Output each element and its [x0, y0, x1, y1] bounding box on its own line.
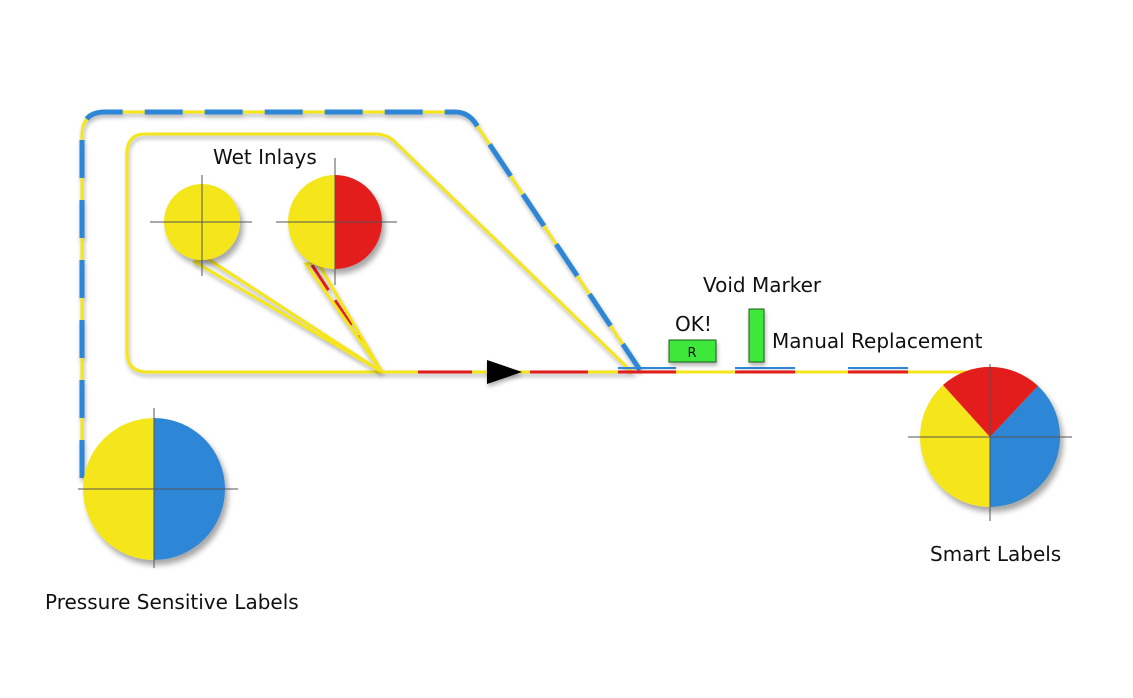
ok-label: OK!	[675, 312, 712, 336]
wet-inlays-label: Wet Inlays	[213, 145, 317, 169]
pressure-sensitive-labels-label: Pressure Sensitive Labels	[45, 590, 299, 614]
smart-labels-roll	[908, 364, 1072, 521]
reject-box: R	[668, 339, 717, 363]
wet-inlay-roll-yellow	[150, 175, 252, 276]
wet-inlay-web-path	[125, 132, 636, 374]
wet-inlay-roll-red	[276, 158, 397, 285]
pressure-sensitive-roll	[78, 408, 238, 568]
inlay-feed-lines	[191, 255, 384, 374]
smart-labels-label: Smart Labels	[930, 542, 1062, 566]
direction-arrow-icon	[487, 360, 522, 384]
void-marker-bar	[748, 308, 765, 363]
pressure-sensitive-web-path	[79, 109, 643, 478]
manual-replacement-label: Manual Replacement	[772, 329, 983, 353]
void-marker-label: Void Marker	[703, 273, 822, 297]
reject-box-label: R	[687, 346, 696, 361]
main-web-line	[382, 367, 990, 374]
